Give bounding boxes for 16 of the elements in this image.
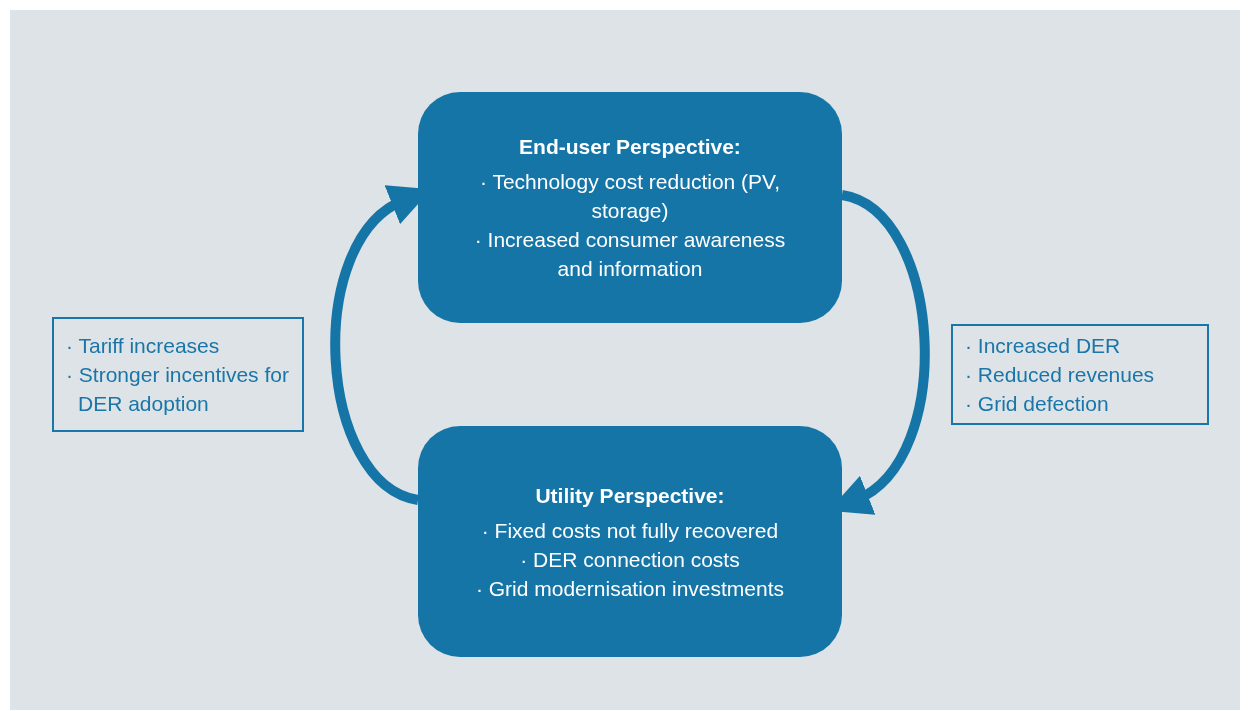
bullet-text: · Fixed costs not fully recovered [481,517,779,544]
note-box [951,324,1209,425]
perspective-box [418,426,842,657]
bullet-text: · Tariff increases [66,333,221,359]
bullet-text: · Grid defection [965,391,1110,417]
bullet-text: · DER connection costs [520,546,740,573]
bullet-text: · Technology cost reduction (PV, storage) [479,169,781,224]
box-heading: Utility Perspective: [535,482,725,509]
bullet-text: · Stronger incentives for DER adoption [66,362,290,417]
bullet-text: · Increased DER [965,333,1122,359]
note-box [52,317,304,432]
bullet-text: · Increased consumer awareness and information [473,227,787,282]
box-heading: End-user Perspective: [519,134,741,160]
bullet-text: · Grid modernisation investments [475,575,785,602]
bullet-text: · Reduced revenues [965,362,1156,388]
perspective-box [418,92,842,323]
